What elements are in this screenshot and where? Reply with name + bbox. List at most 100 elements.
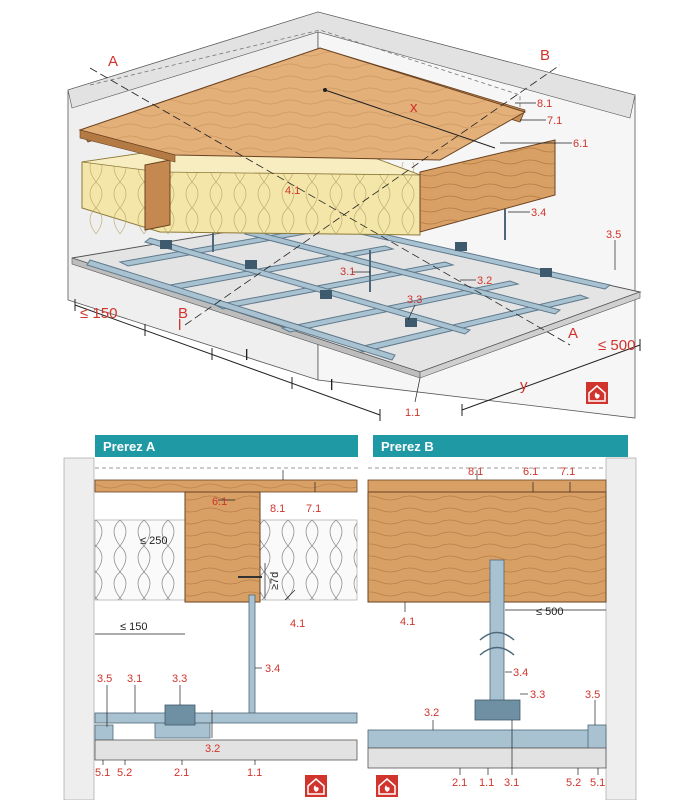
a-label-5-2: 5.2	[117, 767, 132, 779]
b-label-3-4: 3.4	[513, 667, 528, 679]
iso-label-7-1: 7.1	[547, 115, 562, 127]
edge-profile-3-5	[86, 259, 396, 361]
dim-screw-min: ≥7d	[269, 572, 281, 590]
profile-3-1	[94, 712, 358, 724]
b-label-3-1: 3.1	[504, 777, 519, 789]
a-label-5-1: 5.1	[95, 767, 110, 779]
b-label-1-1: 1.1	[479, 777, 494, 789]
a-label-8-1: 8.1	[270, 503, 285, 515]
dim-spacing-2: l	[245, 347, 248, 364]
dim-edge-right: ≤ 500	[598, 337, 635, 354]
b-label-3-2: 3.2	[424, 707, 439, 719]
a-label-3-3: 3.3	[172, 673, 187, 685]
dim-span-y: y	[520, 377, 528, 394]
b-label-6-1: 6.1	[523, 466, 538, 478]
a-label-4-1: 4.1	[290, 618, 305, 630]
a-label-3-4: 3.4	[265, 663, 280, 675]
gypsum-board-1-1	[367, 747, 607, 769]
fire-protection-icon	[305, 775, 327, 797]
section-a-header	[95, 435, 358, 457]
dim-line-right	[461, 344, 641, 411]
iso-label-3-3: 3.3	[407, 294, 422, 306]
a-label-7-1: 7.1	[306, 503, 321, 515]
span-symbol: x	[410, 99, 418, 116]
metal-grid	[86, 221, 612, 361]
section-a-line	[89, 67, 571, 346]
wood-beam-6-1	[144, 159, 171, 231]
wood-beam-grain	[368, 492, 606, 602]
b-label-8-1: 8.1	[468, 466, 483, 478]
floor-board-grain	[80, 48, 525, 160]
span-line	[324, 89, 496, 149]
wood-beam-grain	[185, 492, 260, 602]
section-a: Prerez A	[63, 435, 360, 800]
b-label-4-1: 4.1	[400, 616, 415, 628]
hanger-3-4	[248, 594, 256, 714]
b-label-5-2: 5.2	[566, 777, 581, 789]
section-a-leaders	[95, 470, 316, 765]
edge-profile-3-5	[587, 724, 607, 751]
profile-3-2	[367, 729, 607, 749]
hanger-3-4	[489, 559, 505, 711]
clip-3-3	[160, 240, 172, 249]
wall-right	[605, 457, 637, 800]
iso-label-6-1: 6.1	[573, 138, 588, 150]
iso-label-3-5: 3.5	[606, 229, 621, 241]
dim-edge-max: ≤ 150	[120, 621, 147, 633]
section-a-marker-bottom: A	[568, 325, 578, 342]
gypsum-board-1-1	[94, 739, 358, 761]
b-label-3-5: 3.5	[585, 689, 600, 701]
gypsum-board-edge-right	[419, 291, 641, 379]
dim-insulation-max: ≤ 250	[140, 535, 167, 547]
a-label-6-1: 6.1	[212, 496, 227, 508]
dim-spacing-1: l	[178, 317, 181, 334]
b-label-5-1: 5.1	[590, 777, 605, 789]
clip-3-3	[245, 260, 257, 269]
fire-protection-icon	[376, 775, 398, 797]
wall-left	[63, 457, 95, 800]
b-label-3-3: 3.3	[530, 689, 545, 701]
section-a-marker-top: A	[108, 53, 118, 70]
b-label-7-1: 7.1	[560, 466, 575, 478]
a-label-3-1: 3.1	[127, 673, 142, 685]
section-b-header	[373, 435, 628, 457]
clip-3-3	[474, 699, 521, 721]
section-b-marker-top: B	[540, 47, 550, 64]
dim-edge-max: ≤ 500	[536, 606, 563, 618]
clip-3-3	[540, 268, 552, 277]
wood-beam-grain	[420, 140, 555, 232]
section-a-title: Prerez A	[103, 439, 156, 454]
section-b-marker-bottom: B	[178, 305, 188, 322]
clip-3-3	[320, 290, 332, 299]
a-label-3-2: 3.2	[205, 743, 220, 755]
room-ceiling-edge	[67, 11, 636, 119]
iso-label-3-1: 3.1	[340, 266, 355, 278]
section-b: Prerez B	[367, 435, 637, 800]
profile-3-2	[143, 237, 472, 335]
section-b-line	[184, 64, 561, 326]
a-label-2-1: 2.1	[174, 767, 189, 779]
profile-3-1	[280, 280, 520, 333]
hanger-spring	[479, 631, 515, 656]
floor-board-side	[79, 129, 176, 163]
floor-board-grain	[95, 480, 357, 492]
iso-label-3-4: 3.4	[531, 207, 546, 219]
section-b-title: Prerez B	[381, 439, 434, 454]
section-b-leaders	[404, 470, 606, 775]
iso-label-8-1: 8.1	[537, 98, 552, 110]
edge-profile-3-5	[94, 724, 114, 741]
iso-label-4-1: 4.1	[285, 185, 300, 197]
dim-line-left	[74, 304, 381, 416]
isometric-view: x A A B B ≤ 150 l l l ≤ 500 y	[67, 11, 642, 421]
a-label-3-5: 3.5	[97, 673, 112, 685]
dim-ticks	[74, 299, 641, 421]
dim-edge-left: ≤ 150	[80, 305, 117, 322]
a-label-1-1: 1.1	[247, 767, 262, 779]
iso-leaders	[352, 102, 616, 403]
iso-label-1-1: 1.1	[405, 407, 420, 419]
clip-3-3	[164, 704, 196, 726]
dim-spacing-3: l	[330, 377, 333, 394]
profile-3-1	[353, 294, 590, 353]
clip-3-3	[455, 242, 467, 251]
